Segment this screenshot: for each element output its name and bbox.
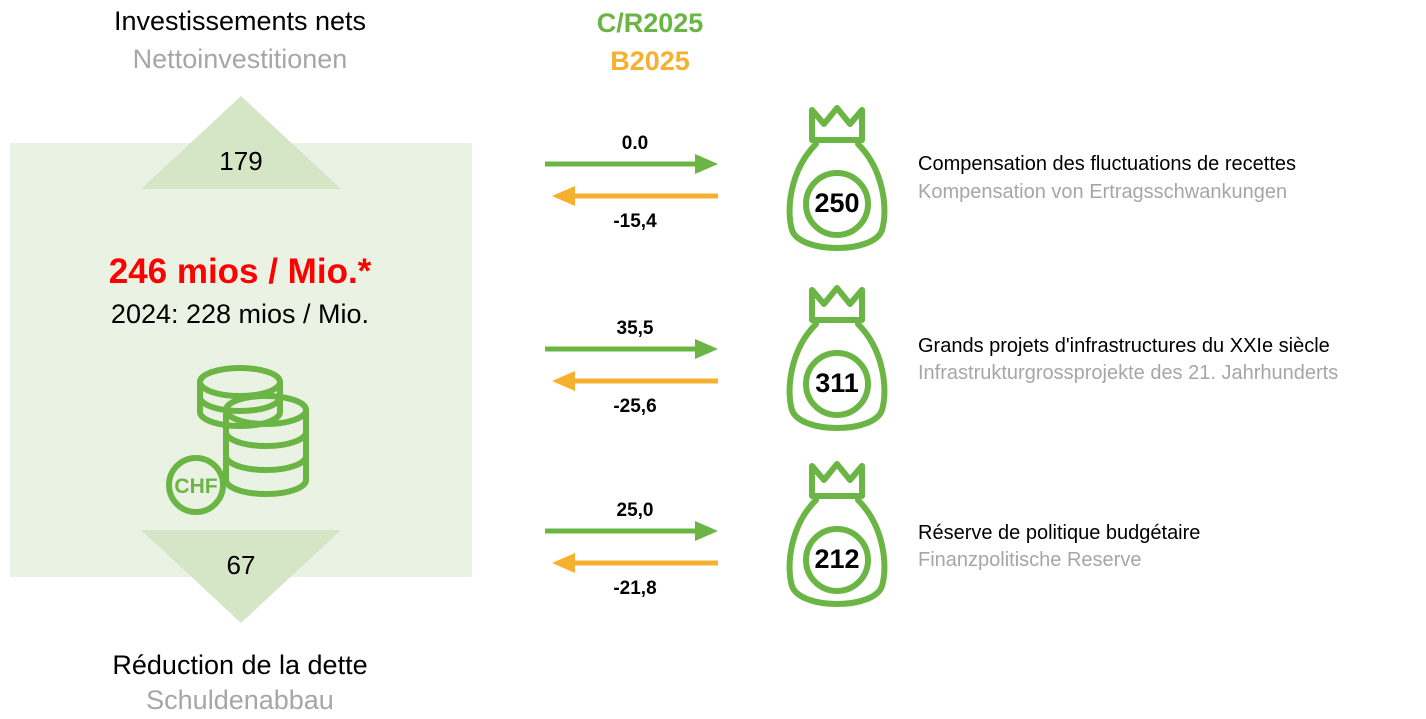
money-bag-icon <box>786 285 888 431</box>
fund-inflow: 25,0 <box>616 500 654 521</box>
flow-arrows <box>545 521 718 573</box>
debt-title-de: Schuldenabbau <box>146 685 334 715</box>
money-bag-icon <box>786 461 888 607</box>
investments-triangle <box>141 96 341 189</box>
investments-title-de: Nettoinvestitionen <box>132 44 348 74</box>
fund-outflow: -15,4 <box>613 211 657 232</box>
money-bag-icon <box>786 105 888 251</box>
total-previous-year: 2024: 228 mios / Mio. <box>110 299 370 329</box>
investments-title-fr: Investissements nets <box>113 6 367 36</box>
fund-balance: 250 <box>814 188 860 218</box>
legend-cr2025: C/R2025 <box>596 8 704 38</box>
chf-label: CHF <box>174 475 217 498</box>
fund-label-de: Kompensation von Ertragsschwankungen <box>918 181 1288 203</box>
fund-label-de: Infrastrukturgrossprojekte des 21. Jahrh… <box>918 362 1339 384</box>
flow-arrows <box>545 154 718 206</box>
fund-inflow: 35,5 <box>616 318 654 339</box>
investments-value: 179 <box>219 146 263 176</box>
fund-outflow: -21,8 <box>613 578 657 599</box>
chf-coins-icon: CHF <box>166 365 309 515</box>
total-amount: 246 mios / Mio.* <box>108 252 372 291</box>
debt-triangle <box>141 530 341 623</box>
total-box <box>10 143 472 577</box>
fund-outflow: -25,6 <box>613 396 657 417</box>
fund-label-fr: Grands projets d'infrastructures du XXIe… <box>918 335 1330 357</box>
debt-value: 67 <box>226 550 256 580</box>
fund-label-de: Finanzpolitische Reserve <box>918 549 1142 571</box>
legend-b2025: B2025 <box>610 46 690 76</box>
fund-balance: 212 <box>814 544 860 574</box>
debt-title-fr: Réduction de la dette <box>112 650 368 680</box>
flow-arrows <box>545 339 718 391</box>
fund-inflow: 0.0 <box>621 133 649 154</box>
fund-label-fr: Réserve de politique budgétaire <box>918 522 1201 544</box>
fund-label-fr: Compensation des fluctuations de recette… <box>918 153 1296 175</box>
fund-balance: 311 <box>815 368 859 398</box>
